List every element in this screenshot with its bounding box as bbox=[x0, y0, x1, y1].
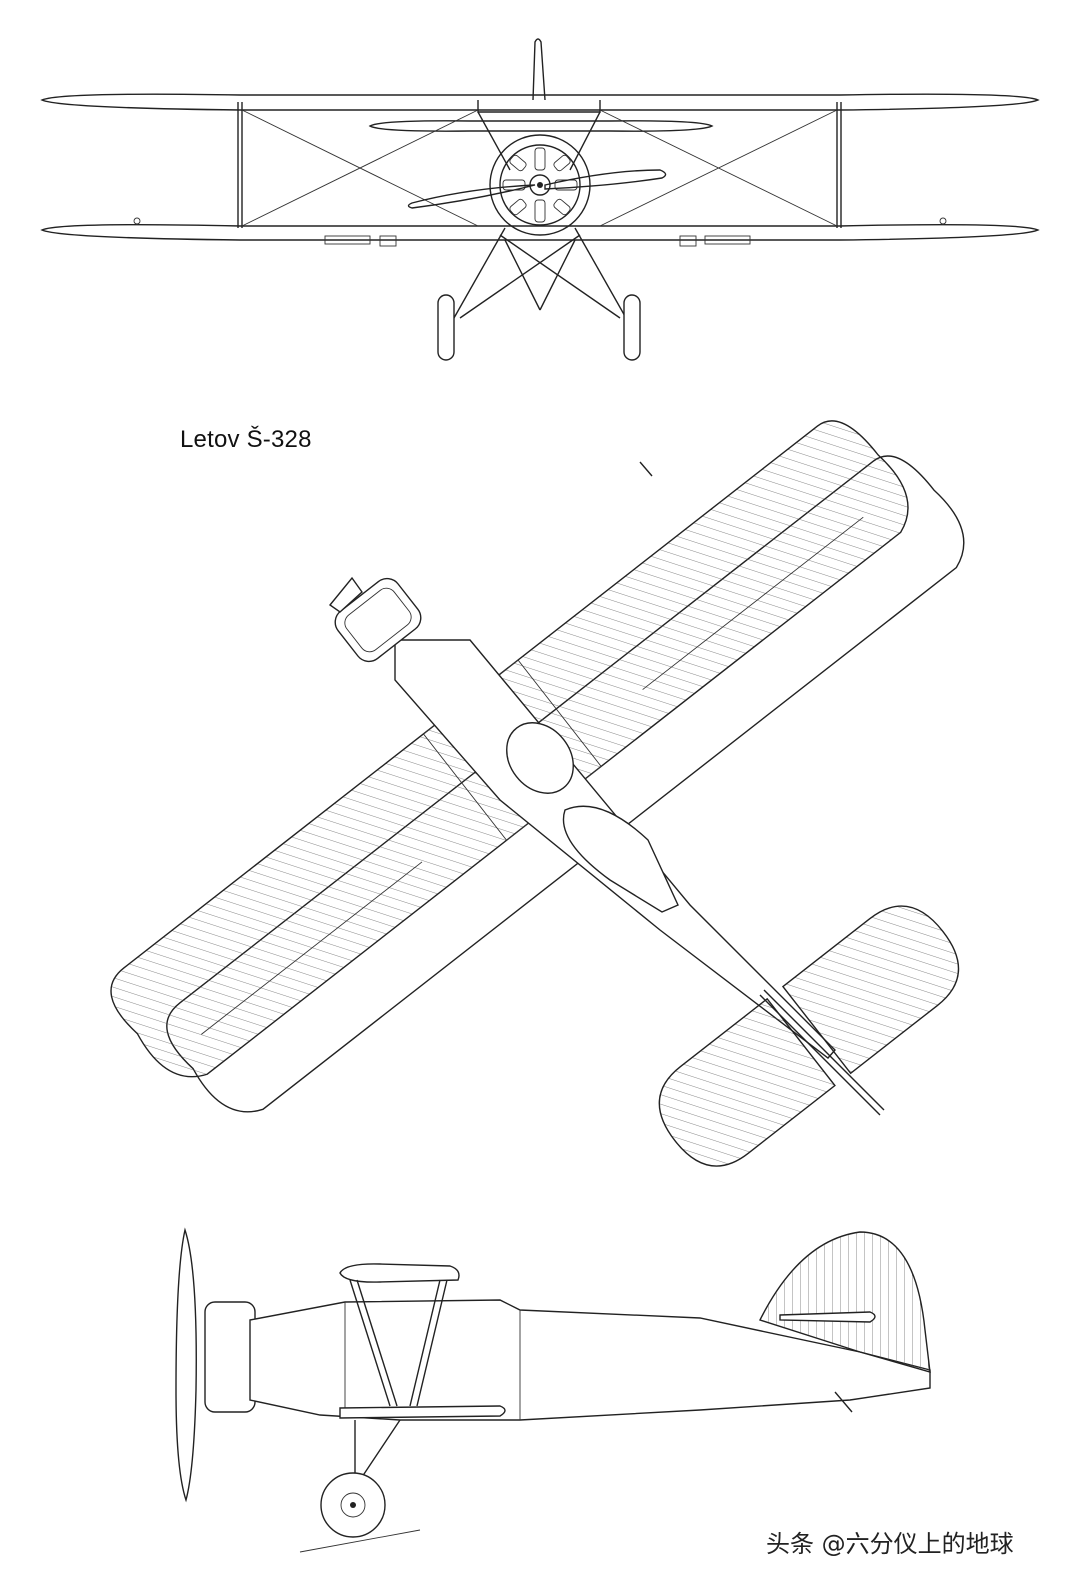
aircraft-title: Letov Š-328 bbox=[180, 426, 312, 453]
watermark-text: 头条 @六分仪上的地球 bbox=[766, 1530, 1014, 1558]
